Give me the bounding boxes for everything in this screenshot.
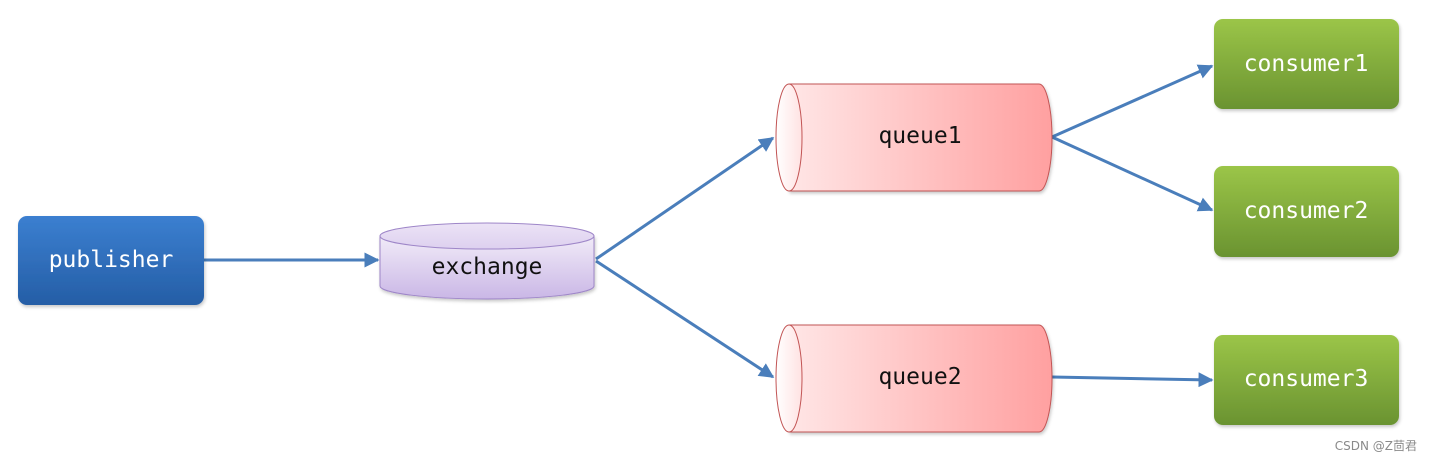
queue2-label: queue2 (878, 364, 961, 390)
queue1-label: queue1 (878, 123, 961, 149)
publisher-label: publisher (49, 247, 174, 273)
arrow-exchange-to-queue1 (595, 136, 775, 261)
consumer3-node: consumer3 (1214, 335, 1399, 425)
publisher-node: publisher (18, 216, 204, 305)
arrow-queue1-to-consumer2 (1051, 135, 1214, 212)
exchange-node: exchange (379, 222, 595, 300)
queue2-node: queue2 (775, 324, 1053, 433)
consumer2-node: consumer2 (1214, 166, 1399, 257)
consumer1-node: consumer1 (1214, 19, 1399, 109)
arrow-queue2-to-consumer3 (1051, 372, 1214, 388)
consumer2-label: consumer2 (1244, 198, 1369, 224)
arrows (204, 64, 1214, 388)
consumer1-label: consumer1 (1244, 51, 1369, 77)
consumer3-label: consumer3 (1244, 366, 1369, 392)
arrow-queue1-to-consumer1 (1051, 64, 1214, 139)
queue1-node: queue1 (775, 83, 1053, 192)
exchange-label: exchange (432, 254, 543, 280)
watermark: CSDN @Z茴君 (1334, 439, 1417, 453)
arrow-exchange-to-queue2 (595, 259, 775, 379)
